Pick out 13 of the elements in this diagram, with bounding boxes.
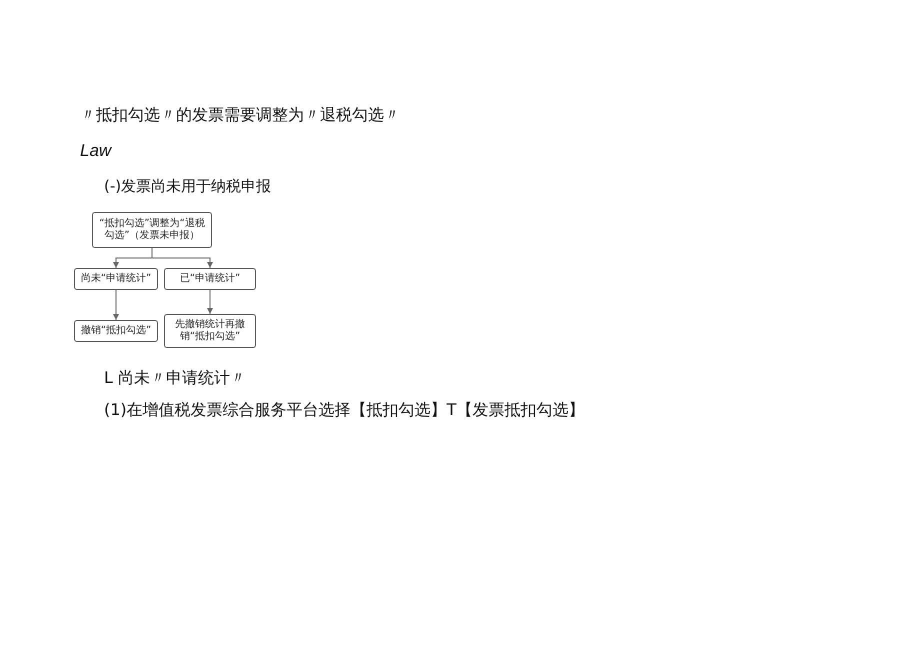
arrow — [207, 290, 213, 314]
text-line: (1)在增值税发票综合服务平台选择【抵扣勾选】T【发票抵扣勾选】 — [104, 400, 584, 421]
arrow — [113, 290, 119, 320]
subheading: Law — [80, 141, 112, 161]
process-box: 先撤销统计再撤销“抵扣勾选” — [164, 314, 256, 348]
arrow — [152, 248, 213, 268]
process-box: 撤销“抵扣勾选” — [74, 320, 158, 342]
process-box: 已“申请统计” — [164, 268, 256, 290]
text-line: (-)发票尚未用于纳税申报 — [104, 177, 272, 196]
text-line: L 尚未〃申请统计〃 — [104, 368, 246, 389]
heading: 〃抵扣勾选〃的发票需要调整为〃退税勾选〃 — [80, 105, 400, 126]
process-box: “抵扣勾选”调整为“退税勾选”（发票未申报） — [92, 212, 212, 248]
process-box: 尚未“申请统计” — [74, 268, 158, 290]
